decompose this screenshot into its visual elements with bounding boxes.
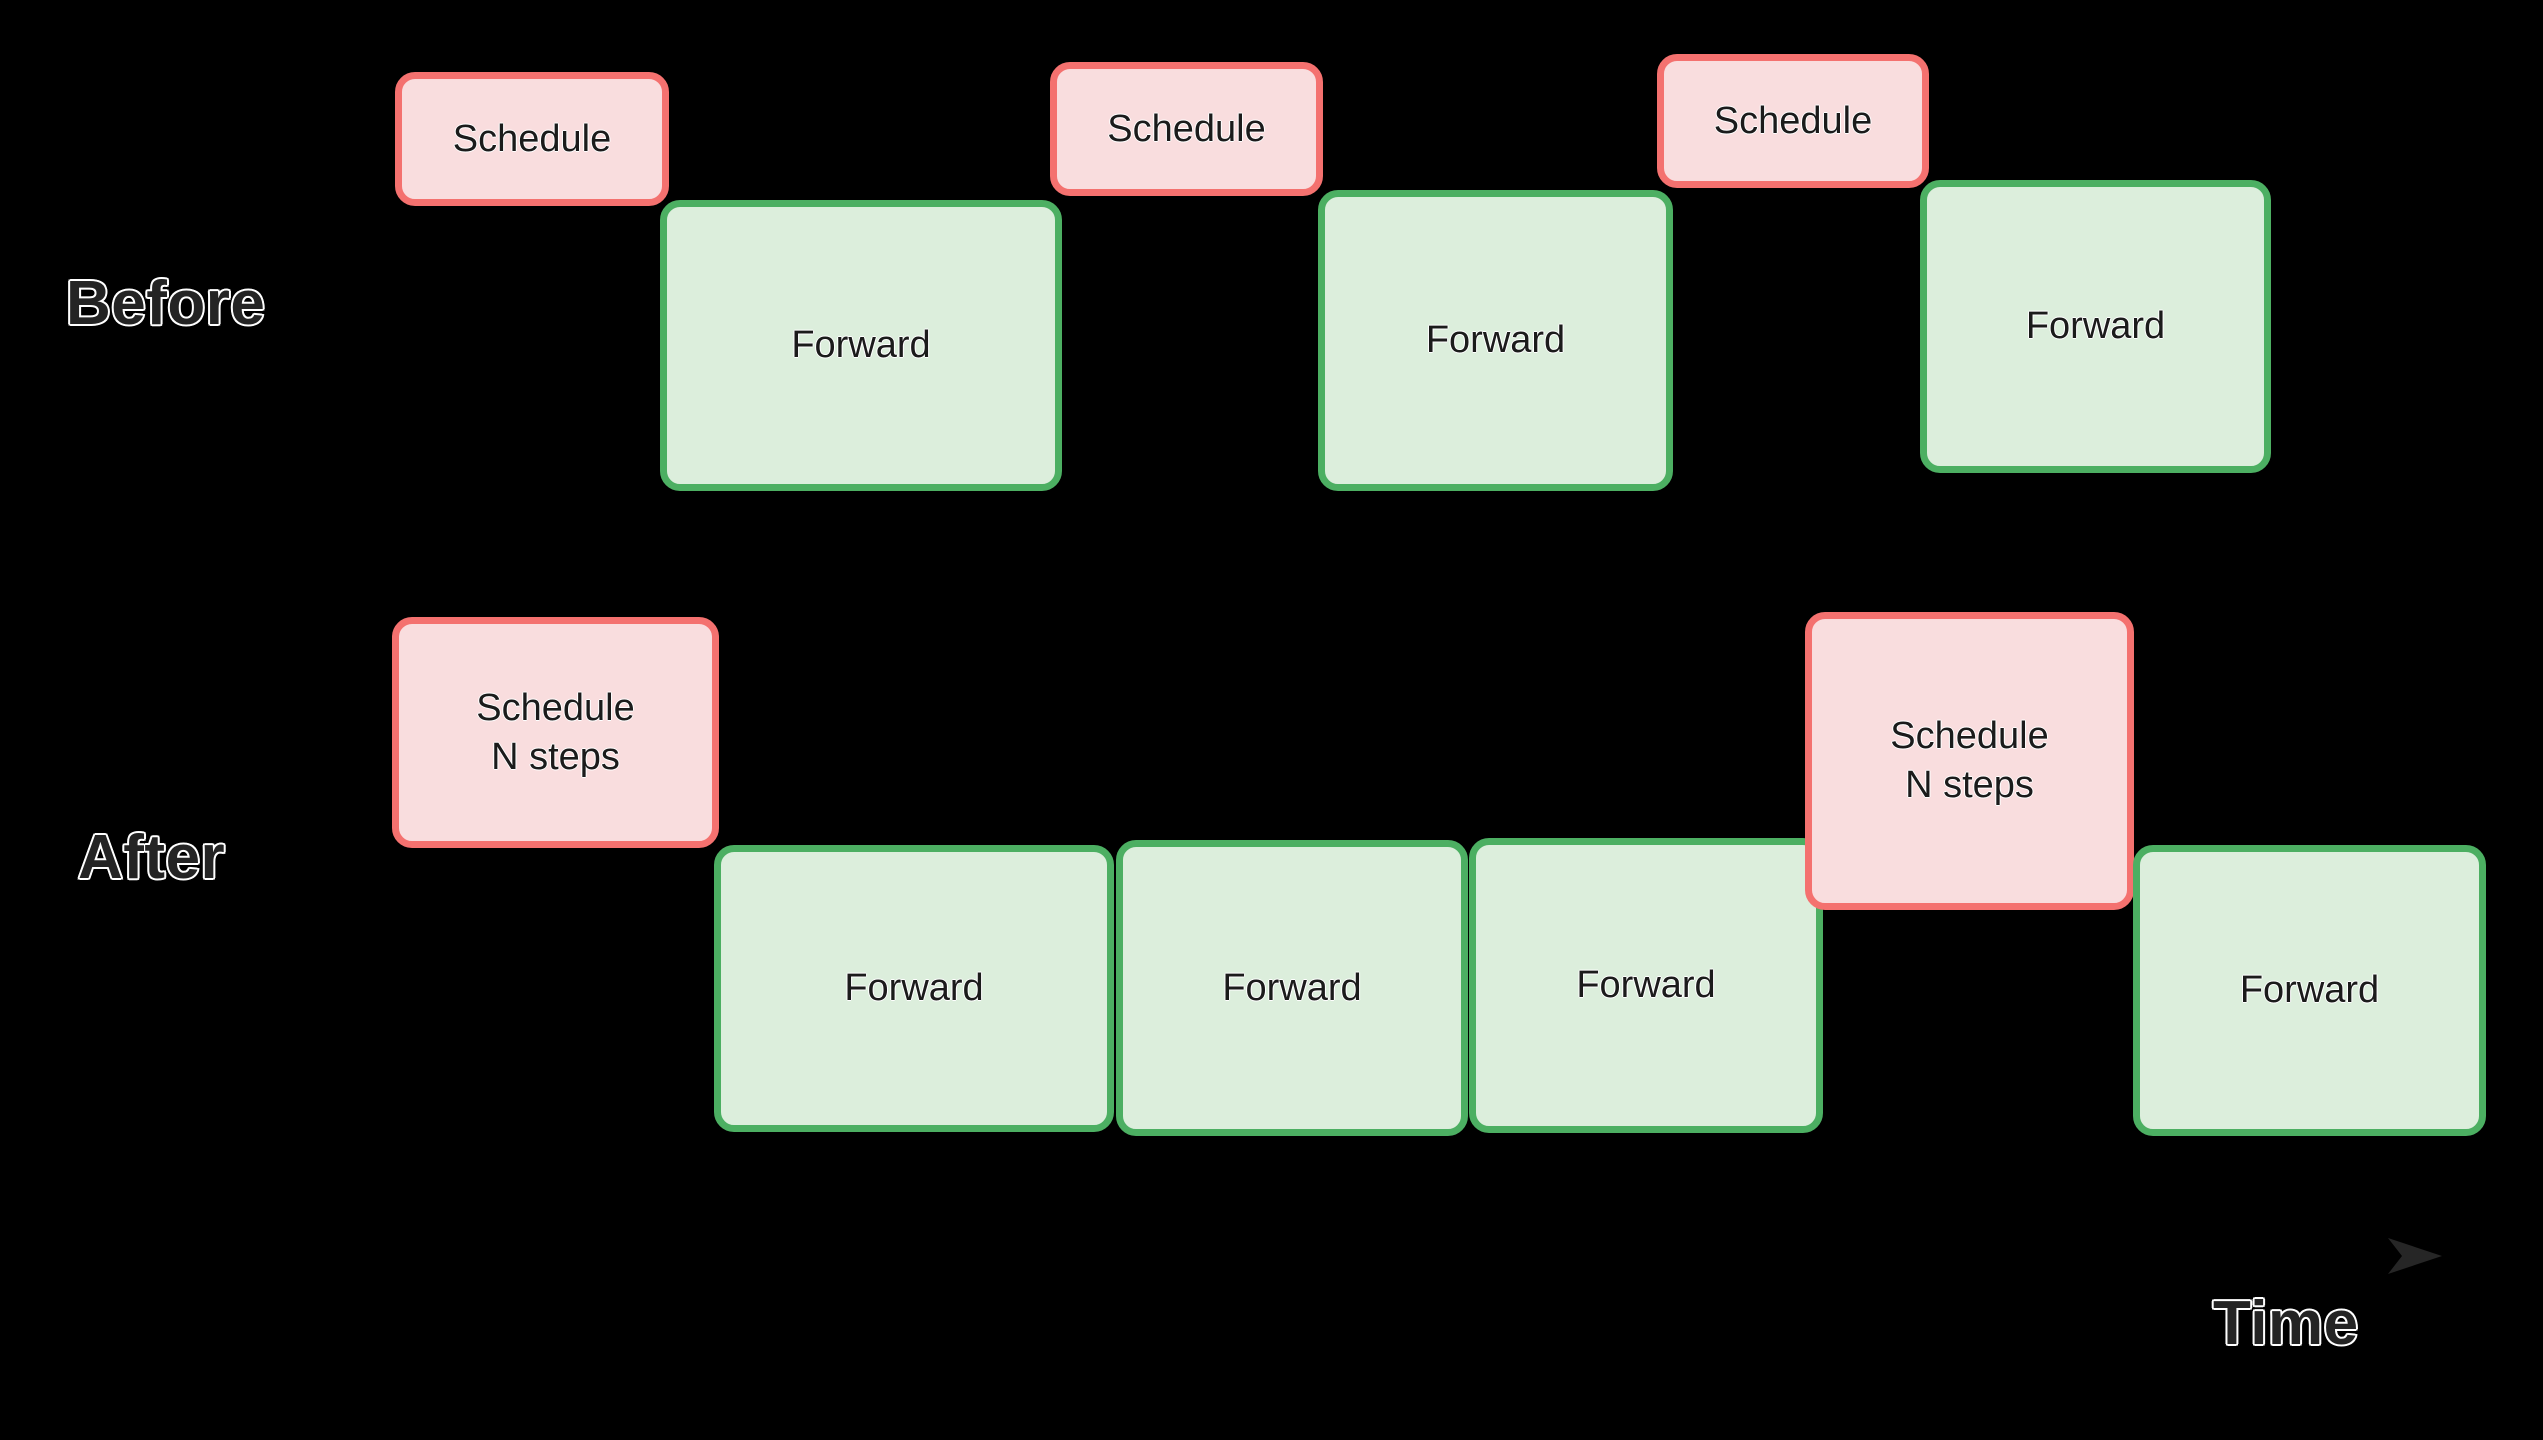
before-schedule-block-1: Schedule bbox=[395, 72, 669, 206]
before-schedule-block-3: Schedule bbox=[1657, 54, 1929, 188]
after-schedule-n-steps-block-1: Schedule N steps bbox=[392, 617, 719, 848]
row-label-after: After bbox=[76, 822, 226, 894]
after-forward-block-4: Forward bbox=[2133, 845, 2486, 1136]
time-axis-arrowhead bbox=[2388, 1238, 2442, 1274]
before-forward-block-1: Forward bbox=[660, 200, 1062, 491]
after-forward-block-1: Forward bbox=[714, 845, 1114, 1132]
before-forward-block-3: Forward bbox=[1920, 180, 2271, 473]
time-axis-label: Time bbox=[2212, 1288, 2360, 1360]
after-schedule-n-steps-block-2: Schedule N steps bbox=[1805, 612, 2134, 910]
after-forward-block-3: Forward bbox=[1469, 838, 1823, 1133]
before-forward-block-2: Forward bbox=[1318, 190, 1673, 491]
time-axis-arrow bbox=[378, 1238, 2442, 1274]
before-schedule-block-2: Schedule bbox=[1050, 62, 1323, 196]
row-label-before: Before bbox=[64, 268, 266, 340]
after-forward-block-2: Forward bbox=[1116, 840, 1468, 1136]
